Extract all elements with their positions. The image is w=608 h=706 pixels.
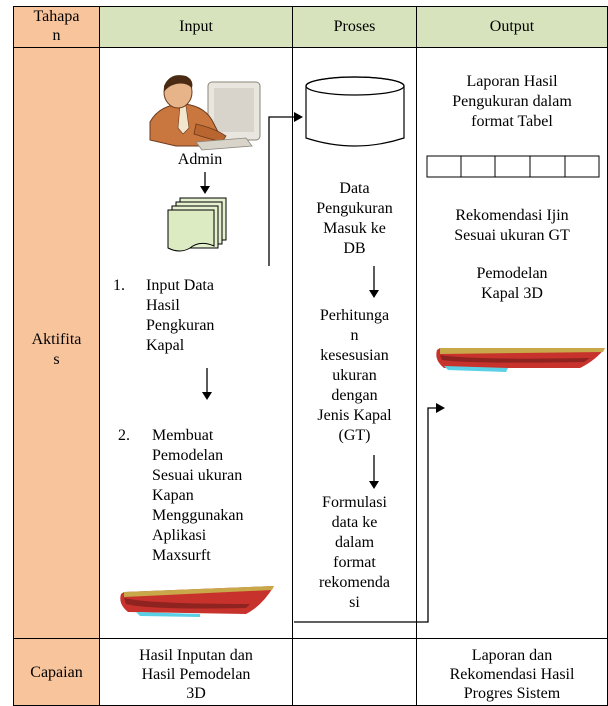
step2-number: 2. xyxy=(118,427,130,444)
header-tahapan-cell xyxy=(13,6,100,48)
step2-text: Membuat Pemodelan Sesuai ukuran Kapan Me… xyxy=(152,427,244,564)
admin-label: Admin xyxy=(177,151,223,168)
rekomendasi-text: Rekomendasi Ijin Sesuai ukuran GT xyxy=(454,207,570,244)
step1-text: Input Data Hasil Pengkuran Kapal xyxy=(146,277,215,354)
row-label-aktifitas: Aktifita s xyxy=(31,331,82,368)
pemodelan-text: Pemodelan Kapal 3D xyxy=(476,265,548,302)
header-tahapan: Tahapa n xyxy=(33,8,80,44)
capaian-label-cell xyxy=(13,638,100,706)
capaian-output-text: Laporan dan Rekomendasi Hasil Progres Si… xyxy=(449,647,575,702)
formulasi-text: Formulasi data ke dalam format rekomenda… xyxy=(318,494,391,611)
capaian-input-text: Hasil Inputan dan Hasil Pemodelan 3D xyxy=(139,647,253,702)
laporan-text: Laporan Hasil Pengukuran dalam format Ta… xyxy=(452,73,572,130)
aktifitas-label-cell xyxy=(13,47,100,639)
step1-number: 1. xyxy=(113,277,125,294)
db-text: Data Pengukuran Masuk ke DB xyxy=(316,180,393,257)
aktifitas-output-cell xyxy=(416,47,608,639)
header-proses: Proses xyxy=(333,18,376,35)
capaian-proses-cell xyxy=(292,638,417,706)
header-output: Output xyxy=(489,18,535,35)
header-input: Input xyxy=(179,18,213,35)
header-output-cell xyxy=(416,6,608,48)
header-input-cell xyxy=(99,6,293,48)
row-label-capaian: Capaian xyxy=(30,664,83,681)
calc-text: Perhitunga n kesesusian ukuran dengan Je… xyxy=(317,307,392,444)
